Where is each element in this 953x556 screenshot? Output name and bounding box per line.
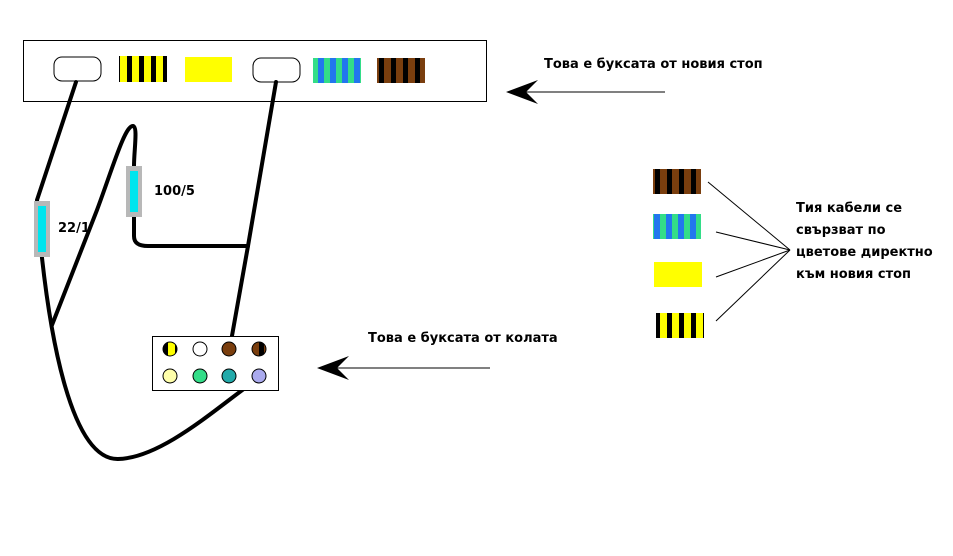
left-arrow-icon — [506, 80, 665, 104]
legend-wire-yellow-black — [656, 313, 704, 338]
wire-branch-to-upper-resistor — [50, 124, 138, 327]
connector-line — [707, 181, 791, 251]
new-socket-wire-brown-black — [377, 58, 425, 83]
legend-wire-green-blue — [653, 214, 701, 239]
new-socket-slot-left — [53, 56, 102, 82]
new-socket-wire-green-blue — [313, 58, 361, 83]
legend-wire-brown-black — [653, 169, 701, 194]
wires — [35, 80, 278, 462]
arrow-head — [317, 356, 349, 380]
socket-pin-icon — [192, 368, 208, 384]
socket-pin-icon — [162, 368, 178, 384]
resistor-icon — [34, 201, 50, 257]
connector-line — [715, 249, 791, 322]
socket-pin-icon — [221, 341, 237, 357]
left-arrow-icon — [317, 356, 490, 380]
resistor-100-5-label: 100/5 — [154, 184, 195, 199]
new-socket-wire-yellow-black — [119, 56, 167, 82]
socket-pin-icon — [251, 341, 267, 357]
resistor-22-1-core — [38, 206, 46, 252]
wire-right-slot-to-car-pin — [228, 80, 278, 349]
connector-line — [715, 249, 791, 278]
connector-line — [715, 231, 791, 251]
car-socket-pins — [162, 341, 267, 384]
new-socket-label: Това е буксата от новия стоп — [544, 57, 763, 72]
new-socket-slot-right — [252, 57, 301, 83]
resistor-icon — [126, 166, 142, 217]
resistor-22-1-label: 22/1 — [58, 221, 90, 236]
wire-upper-resistor-to-joint — [132, 213, 250, 248]
car-socket-label: Това е буксата от колата — [368, 331, 558, 346]
wire-left-slot-to-car-pin — [35, 80, 264, 462]
resistor-100-5-core — [130, 171, 138, 212]
legend-wire-yellow — [654, 262, 702, 287]
legend-connector-lines — [707, 181, 791, 322]
socket-pin-icon — [162, 341, 178, 357]
socket-pin-icon — [221, 368, 237, 384]
new-socket-wire-yellow — [185, 57, 232, 82]
arrow-head — [506, 80, 538, 104]
legend-note: Тия кабели се свързват по цветове директ… — [796, 201, 933, 282]
socket-pin-icon — [192, 341, 208, 357]
socket-pin-icon — [251, 368, 267, 384]
